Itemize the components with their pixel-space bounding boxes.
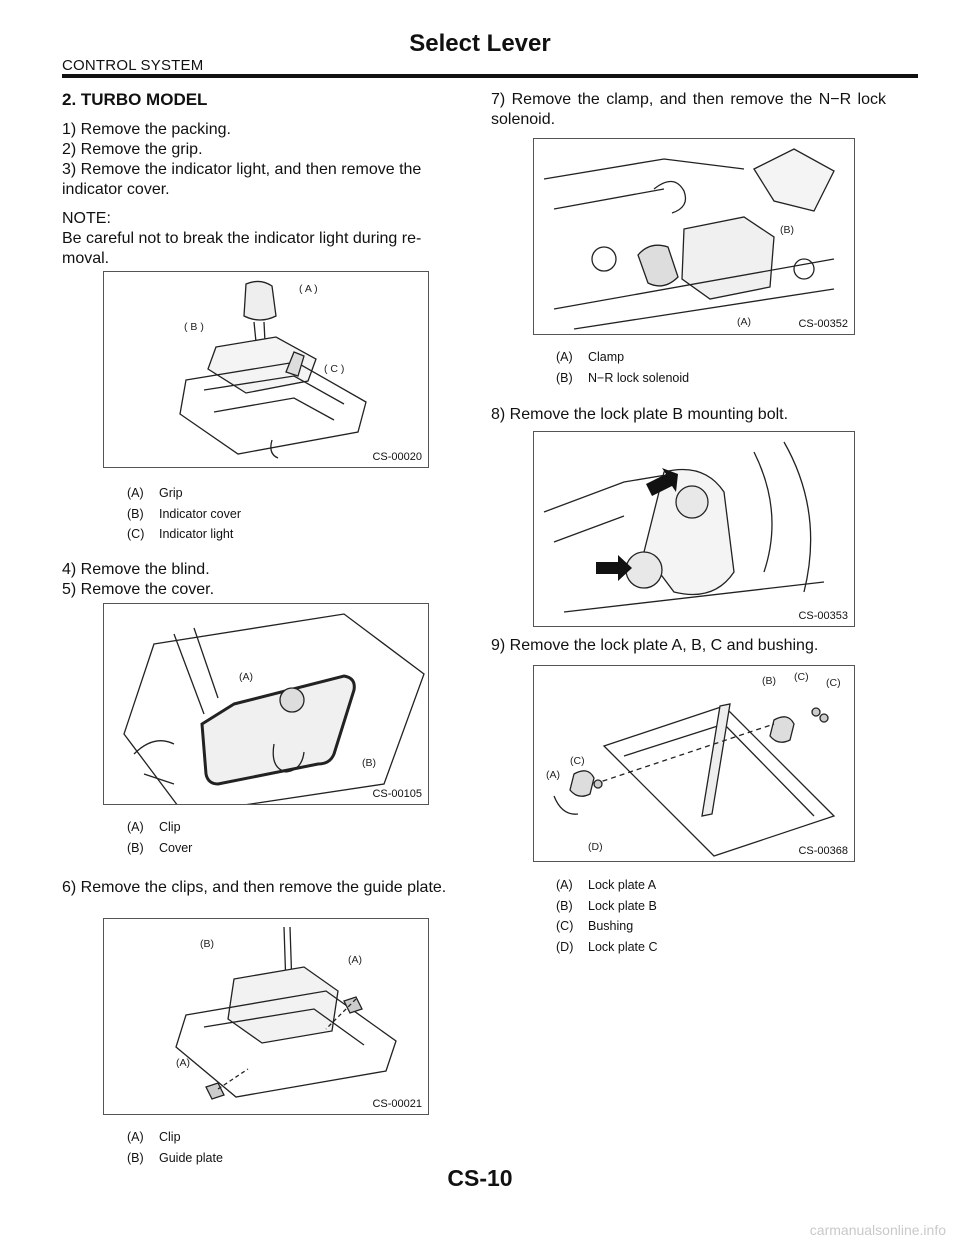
page-number: CS-10 (447, 1165, 513, 1191)
figure-3-legend: (A)Clip (B)Guide plate (127, 1130, 223, 1171)
callout-a-top: (A) (348, 954, 362, 966)
legend-row: (B)N−R lock solenoid (556, 370, 690, 385)
figure-id: CS-00020 (372, 451, 422, 463)
figure-6-legend: (A)Lock plate A (B)Lock plate B (C)Bushi… (556, 878, 657, 960)
callout-a: (A) (239, 671, 253, 683)
callout-d: (D) (588, 841, 603, 853)
step-1: 1) Remove the packing. (62, 121, 231, 138)
figure-id: CS-00021 (372, 1098, 422, 1110)
callout-c-2: (C) (826, 677, 841, 689)
grip-cover-illustration: ( A ) ( B ) ( C ) (179, 280, 367, 459)
legend-row: (B)Cover (127, 840, 193, 855)
legend-row: (A)Grip (127, 486, 183, 500)
right-step-9: 9) Remove the lock plate A, B, C and bus… (491, 636, 886, 656)
right-step-8: 8) Remove the lock plate B mounting bolt… (491, 405, 886, 425)
legend-row: (A)Clip (127, 820, 181, 834)
figure-id: CS-00352 (798, 318, 848, 330)
figure-id: CS-00353 (798, 610, 848, 622)
note-label: NOTE: (62, 210, 111, 227)
callout-b: (B) (200, 938, 214, 950)
step-9: 9) Remove the lock plate A, B, C and bus… (491, 637, 819, 654)
step-2: 2) Remove the grip. (62, 141, 203, 158)
legend-row: (A)Lock plate A (556, 878, 657, 892)
callout-b: (B) (762, 675, 776, 687)
step-6: 6) Remove the clips, and then remove the… (62, 879, 447, 896)
legend-row: (D)Lock plate C (556, 939, 658, 954)
figure-cs-00021: (B) (A) (A) CS-00021 (103, 918, 429, 1115)
lock-plates-illustration: (B) (C) (C) (C) (A) (D) (546, 671, 841, 857)
callout-a: (A) (737, 316, 751, 328)
callout-a: ( A ) (299, 283, 318, 295)
callout-b: (B) (362, 757, 376, 769)
note-text: Be careful not to break the indicator li… (62, 230, 422, 267)
mounting-bolt-illustration (543, 441, 825, 613)
legend-row: (B)Indicator cover (127, 506, 241, 521)
figure-id: CS-00368 (798, 845, 848, 857)
figure-cs-00353: CS-00353 (533, 431, 855, 627)
callout-c: ( C ) (324, 363, 344, 375)
figure-4-legend: (A)Clamp (B)N−R lock solenoid (556, 350, 689, 391)
callout-c-1: (C) (794, 671, 809, 683)
step-5: 5) Remove the cover. (62, 581, 215, 598)
callout-b: ( B ) (184, 321, 204, 333)
legend-row: (B)Lock plate B (556, 898, 657, 913)
step-7: 7) Remove the clamp, and then remove the… (491, 91, 886, 128)
section-heading: 2. TURBO MODEL (62, 90, 208, 109)
step-4: 4) Remove the blind. (62, 561, 210, 578)
callout-c-3: (C) (570, 755, 585, 767)
section-label: CONTROL SYSTEM (62, 57, 204, 74)
guide-plate-illustration: (B) (A) (A) (175, 926, 397, 1100)
step-8: 8) Remove the lock plate B mounting bolt… (491, 406, 789, 423)
figure-1-legend: (A)Grip (B)Indicator cover (C)Indicator … (127, 486, 241, 548)
step-3: 3) Remove the indicator light, and then … (62, 161, 422, 198)
legend-row: (A)Clip (127, 1130, 181, 1144)
solenoid-clamp-illustration: (B) (A) (543, 148, 835, 330)
figure-id: CS-00105 (372, 788, 422, 800)
legend-row: (C)Indicator light (127, 527, 234, 541)
figure-cs-00020: ( A ) ( B ) ( C ) CS-00020 (103, 271, 429, 468)
legend-row: (C)Bushing (556, 919, 634, 933)
figure-2-legend: (A)Clip (B)Cover (127, 820, 192, 861)
figure-cs-00368: (B) (C) (C) (C) (A) (D) CS-00368 (533, 665, 855, 862)
left-step-6: 6) Remove the clips, and then remove the… (62, 878, 462, 898)
arrow-icon (596, 555, 632, 581)
legend-row: (A)Clamp (556, 350, 625, 364)
watermark: carmanualsonline.info (809, 1222, 946, 1238)
right-step-7: 7) Remove the clamp, and then remove the… (491, 90, 886, 130)
header-divider (62, 74, 918, 78)
figure-cs-00105: (A) (B) CS-00105 (103, 603, 429, 805)
callout-b: (B) (780, 224, 794, 236)
figure-cs-00352: (B) (A) CS-00352 (533, 138, 855, 335)
cover-clip-illustration: (A) (B) (123, 613, 425, 804)
page-title: Select Lever (409, 30, 551, 57)
left-steps-4-5: 4) Remove the blind. 5) Remove the cover… (62, 560, 462, 600)
legend-row: (B)Guide plate (127, 1150, 223, 1165)
callout-a-bottom: (A) (176, 1057, 190, 1069)
callout-a: (A) (546, 769, 560, 781)
arrow-icon (646, 468, 678, 496)
left-column-intro: 2. TURBO MODEL 1) Remove the packing. 2)… (62, 90, 462, 269)
